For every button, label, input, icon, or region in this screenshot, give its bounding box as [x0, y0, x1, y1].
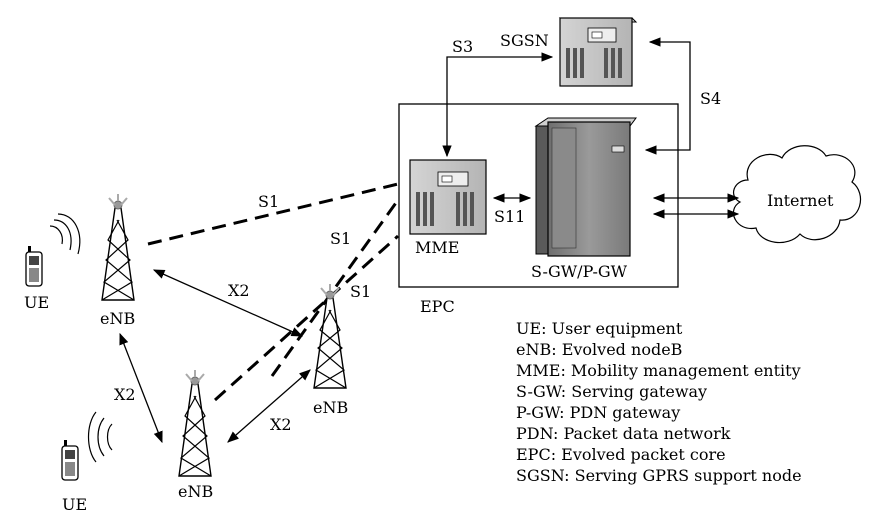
s1-link-enb-right — [270, 199, 400, 377]
legend-item: MME: Mobility management entity — [516, 361, 801, 380]
enb-label-top: eNB — [100, 309, 135, 328]
x2-label-c: X2 — [270, 415, 292, 434]
enb-tower-icon-top — [101, 194, 135, 301]
legend: UE: User equipment eNB: Evolved nodeB MM… — [516, 319, 802, 485]
legend-item: SGSN: Serving GPRS support node — [516, 466, 802, 485]
ue-label-top: UE — [24, 293, 49, 312]
s1-link-enb-bottom — [213, 234, 400, 402]
legend-item: P-GW: PDN gateway — [516, 403, 680, 422]
legend-item: S-GW: Serving gateway — [516, 382, 707, 401]
s4-label: S4 — [700, 89, 721, 108]
s11-label: S11 — [494, 207, 525, 226]
s1-label-b: S1 — [330, 229, 351, 248]
enb-label-bottom: eNB — [178, 482, 213, 501]
enb-label-right: eNB — [313, 398, 348, 417]
signal-waves-icon-top — [49, 213, 81, 255]
x2-label-b: X2 — [114, 385, 136, 404]
ue-phone-icon-bottom — [61, 440, 79, 481]
sgw-pgw-label: S-GW/P-GW — [531, 262, 628, 281]
x2-link-top-bottom — [119, 332, 163, 444]
enb-tower-icon-bottom — [178, 370, 212, 477]
ue-phone-icon-top — [25, 246, 43, 287]
sgw-pgw-server-icon — [534, 117, 637, 257]
legend-item: eNB: Evolved nodeB — [516, 340, 682, 359]
legend-item: EPC: Evolved packet core — [516, 445, 726, 464]
internet-label: Internet — [767, 191, 834, 210]
legend-item: PDN: Packet data network — [516, 424, 731, 443]
sgsn-server-icon — [558, 17, 638, 87]
ue-label-bottom: UE — [62, 495, 87, 514]
epc-label: EPC — [420, 297, 455, 316]
signal-waves-icon-bottom — [87, 411, 113, 463]
s3-label: S3 — [452, 37, 473, 56]
sgsn-label: SGSN — [500, 31, 549, 50]
x2-link-bottom-right — [227, 369, 311, 443]
s4-link — [644, 37, 691, 155]
x2-label-a: X2 — [228, 281, 250, 300]
s1-label-a: S1 — [258, 192, 279, 211]
enb-tower-icon-right — [313, 284, 347, 389]
mme-label: MME — [415, 238, 459, 257]
legend-item: UE: User equipment — [516, 319, 683, 338]
x2-link-top-right — [152, 269, 304, 337]
mme-server-icon — [409, 159, 487, 235]
s3-link — [442, 52, 554, 158]
s1-label-c: S1 — [350, 282, 371, 301]
